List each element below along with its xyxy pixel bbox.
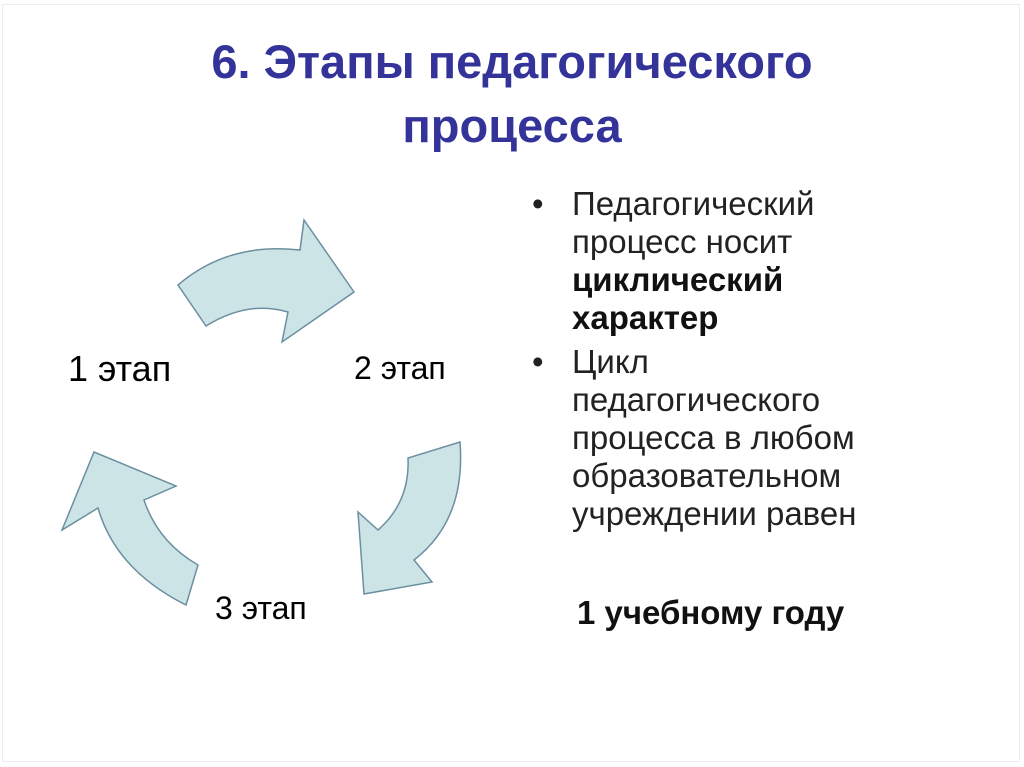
final-bold-text: 1 учебному году — [577, 594, 845, 631]
bullet-2-line-4: образовательном — [572, 457, 842, 494]
bullet-item-2: • Цикл педагогического процесса в любом … — [528, 343, 998, 533]
title-line-1: 6. Этапы педагогического — [211, 35, 813, 88]
cycle-arrows — [60, 217, 462, 607]
stage-2-label: 2 этап — [354, 350, 446, 386]
bullet-1-bold-line-1: циклический — [572, 261, 784, 298]
bullet-2-line-1: Цикл — [572, 343, 649, 380]
arrow-stage-2-to-3 — [357, 441, 462, 595]
slide-frame — [2, 4, 1020, 762]
arrow-stage-3-to-1 — [60, 451, 199, 607]
bullet-2-line-2: педагогического — [572, 381, 821, 418]
bullet-item-1: • Педагогический процесс носит циклическ… — [528, 185, 998, 337]
arrow-stage-1-to-2 — [177, 217, 356, 344]
stage-1-label: 1 этап — [68, 348, 172, 389]
bullet-2-line-3: процесса в любом — [572, 419, 855, 456]
bullet-marker: • — [532, 185, 544, 222]
bullet-2-line-5: учреждении равен — [572, 495, 857, 532]
stage-3-label: 3 этап — [215, 590, 307, 626]
slide-title: 6. Этапы педагогического процесса — [0, 30, 1024, 158]
bullet-1-line-2: процесс носит — [572, 223, 793, 260]
title-line-2: процесса — [402, 99, 622, 152]
bullet-1-line-1: Педагогический — [572, 185, 815, 222]
bullet-list: • Педагогический процесс носит циклическ… — [528, 185, 998, 539]
bullet-marker: • — [532, 343, 544, 380]
bullet-1-bold-line-2: характер — [572, 299, 719, 336]
cycle-diagram: 1 этап 2 этап 3 этап — [0, 180, 500, 660]
